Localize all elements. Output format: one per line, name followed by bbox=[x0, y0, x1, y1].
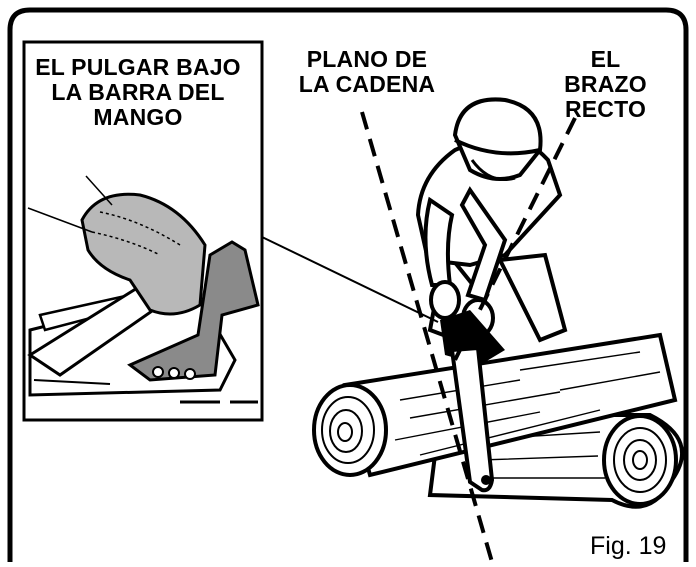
chain-plane-label: PLANO DE LA CADENA bbox=[292, 47, 442, 97]
straight-arm-line bbox=[453, 117, 577, 361]
plane-label-line-2: LA CADENA bbox=[298, 70, 436, 97]
straight-arm-label: EL BRAZO RECTO bbox=[548, 47, 663, 121]
thumb-grip-inset bbox=[22, 40, 264, 422]
figure-number: Fig. 19 bbox=[590, 532, 667, 560]
thumb-label-line-3: MANGO bbox=[93, 103, 183, 130]
thumb-label-line-2: LA BARRA DEL bbox=[51, 78, 225, 105]
arm-label-line-2: RECTO bbox=[564, 95, 647, 122]
outer-frame bbox=[7, 7, 689, 562]
chain-plane-line bbox=[360, 111, 494, 563]
plane-label-line-1: PLANO DE bbox=[306, 46, 428, 72]
inset-leader-line bbox=[261, 236, 439, 323]
arm-label-line-1: EL BRAZO bbox=[564, 46, 647, 97]
thumb-under-bar-label: EL PULGAR BAJO LA BARRA DEL MANGO bbox=[28, 55, 248, 129]
thumb-label-line-1: EL PULGAR BAJO bbox=[35, 54, 241, 80]
